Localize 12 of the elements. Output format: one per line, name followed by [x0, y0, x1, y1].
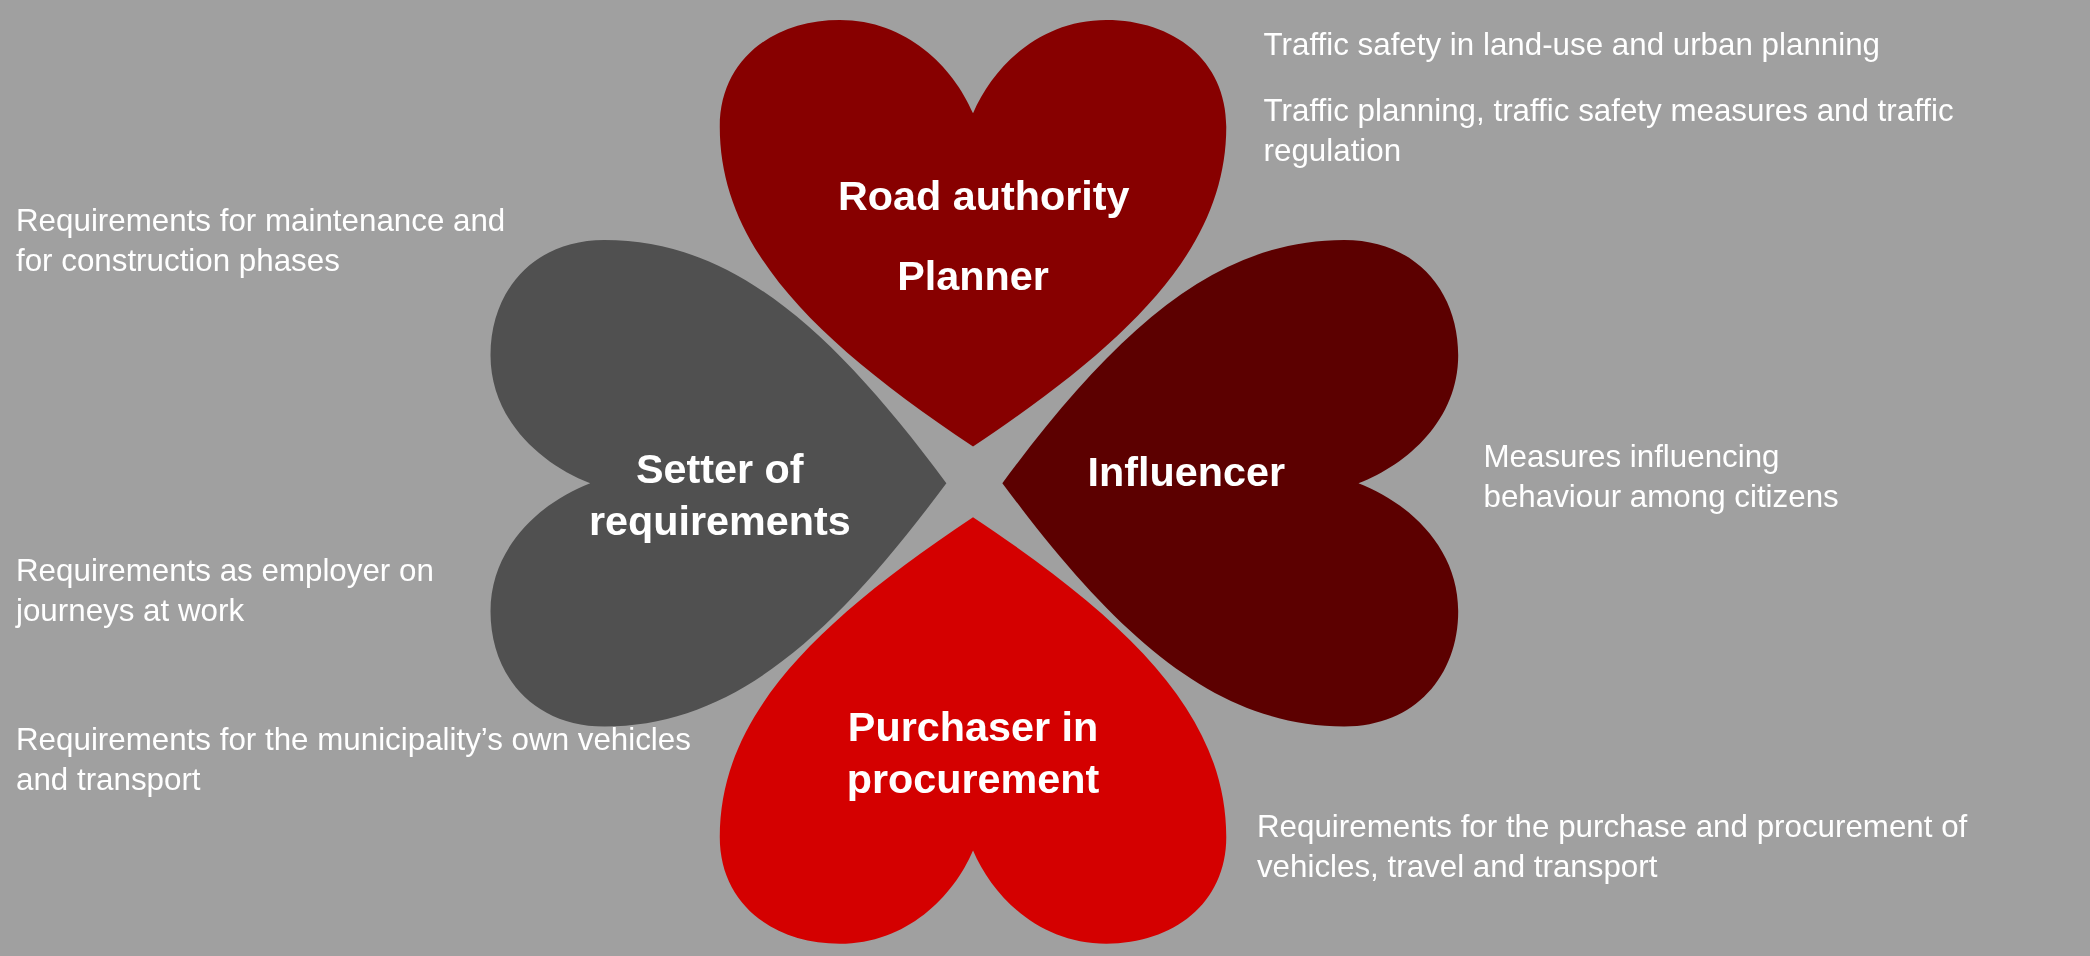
role-label: Influencer — [1086, 447, 1287, 498]
role-label: Road authority — [836, 171, 1131, 222]
role-label: Setter of requirements — [587, 444, 852, 546]
description-text: Requirements for maintenance and for construction phases — [16, 201, 507, 280]
role-label: Planner — [896, 251, 1050, 302]
description-text: Requirements as employer on journeys at work — [16, 552, 435, 630]
description-text: Requirements for the municipality’s own vehicles and transport — [16, 721, 692, 800]
role-label: Purchaser in procurement — [845, 703, 1101, 805]
description-text: Traffic safety in land-use and urban planning — [1263, 25, 1882, 64]
description-text: Measures influencing behaviour among citizens — [1483, 437, 1840, 516]
description-text: Traffic planning, traffic safety measures and traffic regulation — [1263, 92, 1955, 171]
description-text: Requirements for the purchase and procurement of vehicles, travel and transport — [1256, 808, 1969, 886]
